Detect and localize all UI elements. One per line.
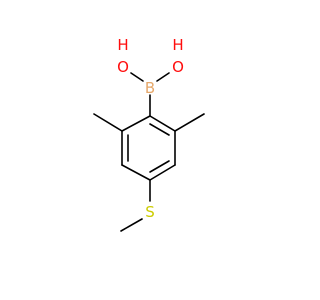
molecule-structure: B O H O H S — [93, 36, 205, 232]
boron-label: B — [145, 79, 155, 97]
ring-double-bond-c3-c4 — [149, 160, 170, 173]
ring-double-bond-c1-c2 — [149, 123, 170, 136]
methyl-bond-right — [174, 113, 205, 132]
hydrogen-left-label: H — [117, 36, 128, 54]
sulfur-label: S — [145, 203, 155, 221]
hydrogen-right-label: H — [172, 36, 183, 54]
sulfur-methyl-bond — [120, 218, 143, 232]
ring-bond-c4-c5 — [121, 164, 151, 181]
boron-oxygen-bond-left — [130, 72, 144, 82]
methyl-bond-left — [93, 113, 123, 132]
ring-bond-c6-c1 — [121, 115, 151, 132]
boron-oxygen-bond-right — [156, 72, 170, 82]
ring-bond-c1-c2 — [149, 115, 176, 132]
ring-bond-c3-c4 — [149, 164, 176, 181]
oxygen-left-label: O — [117, 58, 129, 76]
oxygen-right-label: O — [172, 58, 184, 76]
